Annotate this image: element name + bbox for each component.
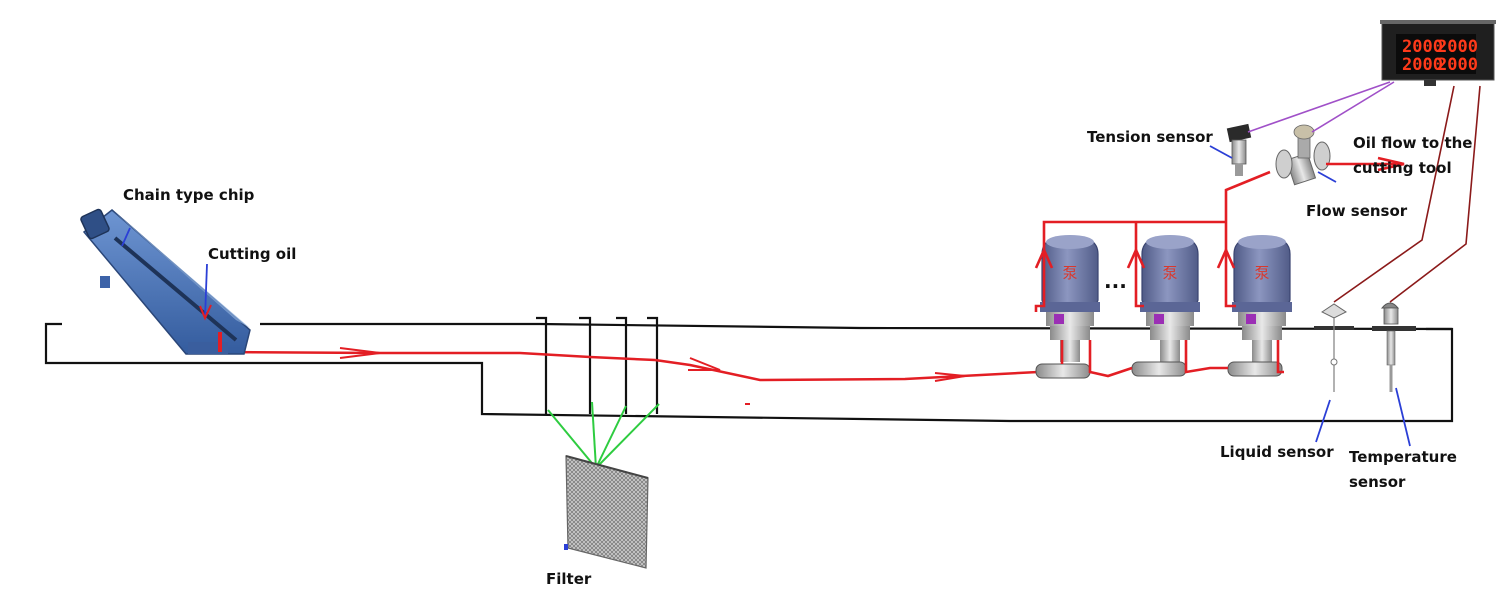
label-oil-flow-line1: Oil flow to the — [1353, 134, 1472, 152]
filter-mesh — [564, 455, 649, 569]
pump-piping — [1034, 170, 1284, 378]
label-flow-sensor: Flow sensor — [1306, 202, 1408, 220]
label-liquid-sensor: Liquid sensor — [1220, 443, 1334, 461]
flow-sensor — [1275, 124, 1331, 186]
filter-links — [547, 401, 660, 469]
signal-wires — [1333, 85, 1481, 303]
pump-1: 泵 — [1040, 235, 1100, 362]
label-cutting-oil: Cutting oil — [208, 245, 296, 263]
label-oil-flow-line2: cutting tool — [1353, 159, 1452, 177]
display-readout-2: 2000 — [1437, 37, 1478, 57]
pump-label: 泵 — [1254, 264, 1269, 282]
digital-display: 2000 2000 2000 2000 — [1380, 20, 1496, 86]
leader-lines — [121, 145, 1411, 447]
pump-label: 泵 — [1162, 264, 1177, 282]
display-readout-3: 2000 — [1402, 55, 1443, 75]
pump-label: 泵 — [1062, 264, 1077, 282]
label-temperature-line1: Temperature — [1349, 448, 1457, 466]
sensor-wires — [1247, 81, 1395, 133]
label-filter: Filter — [546, 570, 592, 588]
label-temperature-line2: sensor — [1349, 473, 1406, 491]
oil-output-flow — [1326, 156, 1405, 172]
liquid-level-sensor — [1314, 303, 1354, 392]
pump-ellipsis: ... — [1104, 269, 1127, 293]
label-chain-chip: Chain type chip — [123, 186, 255, 204]
temperature-sensor — [1372, 302, 1416, 392]
display-readout-1: 2000 — [1402, 37, 1443, 57]
pump-2: 泵 — [1140, 235, 1200, 362]
chain-conveyor — [80, 208, 251, 355]
flow-arrows — [339, 347, 966, 405]
cutting-oil-arrow — [199, 304, 212, 321]
display-readout-4: 2000 — [1437, 55, 1478, 75]
suction-pipes — [1035, 361, 1283, 379]
pump-3: 泵 — [1232, 235, 1292, 362]
tension-sensor — [1226, 123, 1252, 176]
label-tension-sensor: Tension sensor — [1087, 128, 1213, 146]
filter-baffles — [536, 316, 659, 414]
